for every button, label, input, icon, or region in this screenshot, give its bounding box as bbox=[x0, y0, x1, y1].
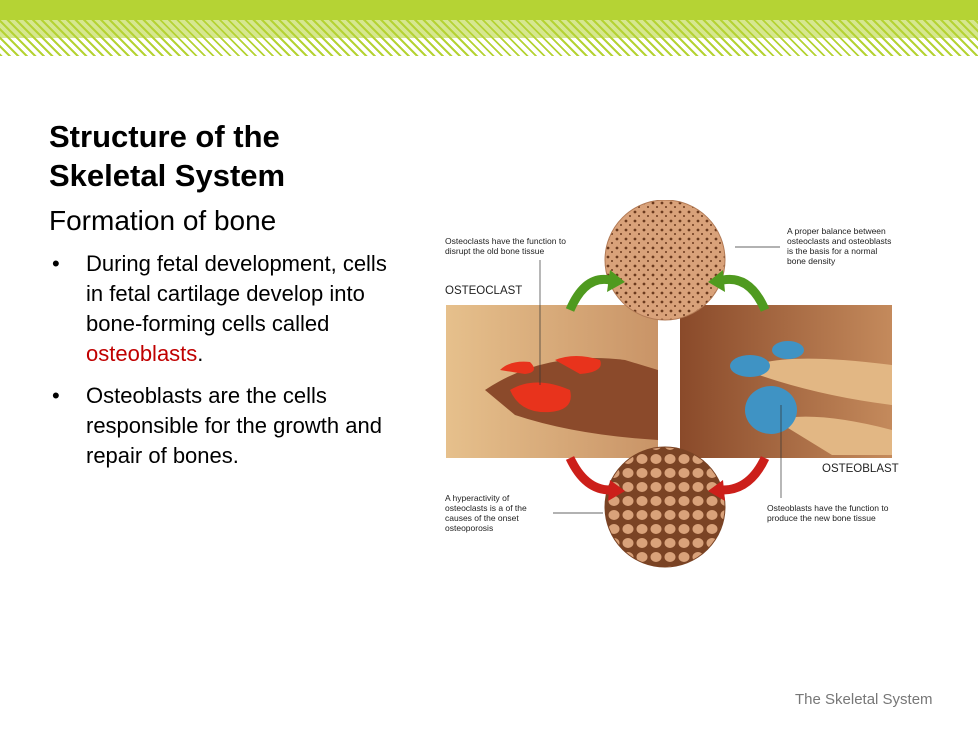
bullet-list: •During fetal development, cells in feta… bbox=[52, 249, 402, 483]
osteoclast-label: OSTEOCLAST bbox=[445, 285, 523, 297]
top-accent-bar bbox=[0, 0, 978, 20]
illustration-graphic bbox=[446, 199, 892, 568]
bullet-text: During fetal development, cells in fetal… bbox=[86, 251, 387, 336]
highlight-term: osteoblasts bbox=[86, 341, 198, 366]
note-osteoclast: Osteoclasts have the function to disrupt… bbox=[445, 236, 566, 256]
note-osteoblast: Osteoblasts have the function to produce… bbox=[767, 503, 889, 523]
note-balance: A proper balance between osteoclasts and… bbox=[787, 226, 892, 266]
top-hatch-pattern bbox=[0, 20, 978, 56]
bullet-text: Osteoblasts are the cells responsible fo… bbox=[86, 383, 382, 468]
slide-title: Structure of the Skeletal System bbox=[49, 119, 286, 193]
slide-footer: The Skeletal System bbox=[795, 691, 933, 708]
bullet-item: •During fetal development, cells in feta… bbox=[52, 251, 387, 366]
slide-subtitle: Formation of bone bbox=[49, 205, 277, 236]
bullet-item: •Osteoblasts are the cells responsible f… bbox=[52, 383, 382, 468]
bullet-text-end: . bbox=[197, 341, 204, 366]
bone-remodeling-illustration: Osteoclasts have the function to disrupt… bbox=[425, 199, 915, 570]
osteoblast-label: OSTEOBLAST bbox=[822, 463, 899, 475]
note-hyperactivity: A hyperactivity of osteoclasts is a of t… bbox=[445, 493, 527, 533]
